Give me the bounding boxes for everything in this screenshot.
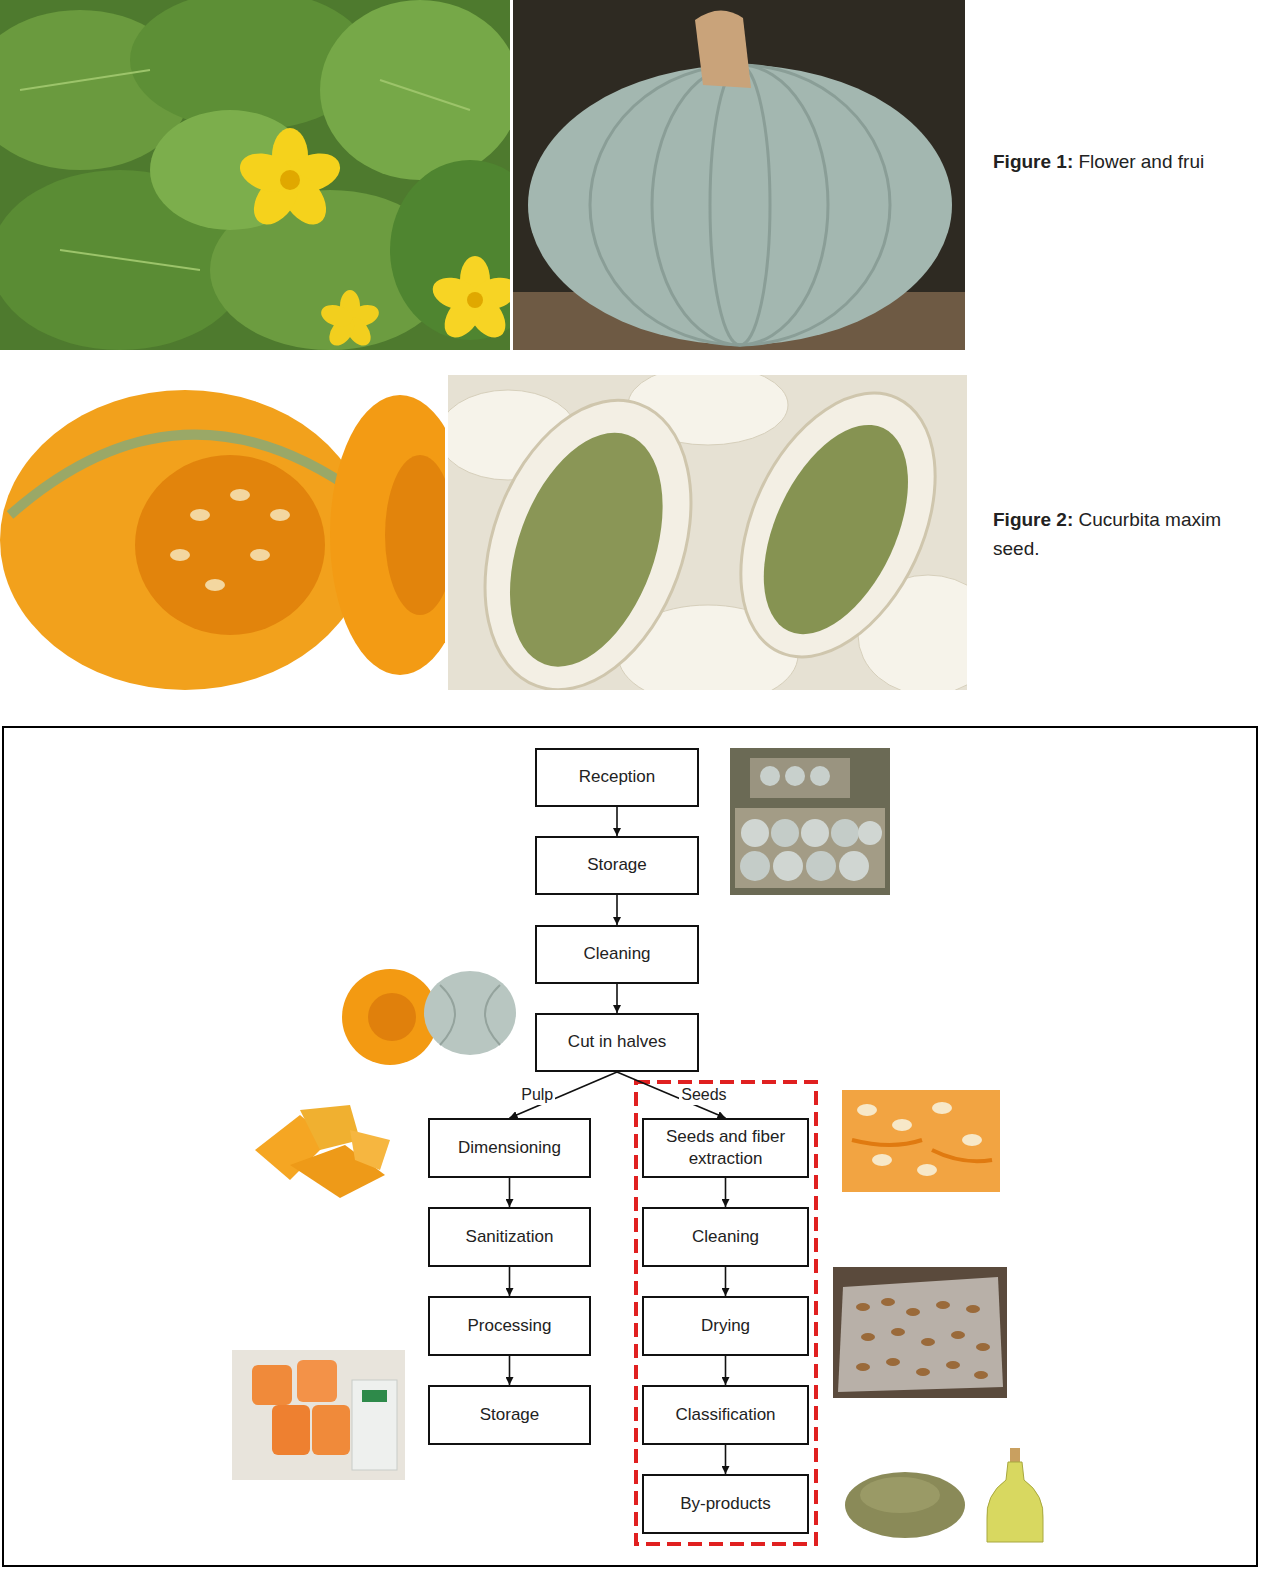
flow-arrow (725, 1445, 727, 1474)
process-box: Reception (535, 748, 699, 807)
flow-arrow (725, 1178, 727, 1207)
box-label: Seeds and fiber extraction (650, 1126, 801, 1170)
flow-arrow (510, 1072, 618, 1118)
highlight-region (636, 1082, 816, 1544)
flow-arrow (725, 1356, 727, 1385)
box-label: Cut in halves (568, 1031, 666, 1053)
process-box: Storage (428, 1385, 591, 1445)
box-label: Reception (579, 766, 656, 788)
flower-photo (0, 0, 550, 350)
process-box: Seeds and fiber extraction (642, 1118, 809, 1178)
cut-pumpkin-photo (0, 375, 470, 690)
box-label: Cleaning (692, 1226, 759, 1248)
process-box: Dimensioning (428, 1118, 591, 1178)
box-label: Storage (587, 854, 647, 876)
box-label: Dimensioning (458, 1137, 561, 1159)
flow-arrow (616, 895, 618, 925)
process-box: Storage (535, 836, 699, 895)
box-label: Storage (480, 1404, 540, 1426)
box-label: Sanitization (466, 1226, 554, 1248)
figure-caption: Figure 2: Cucurbita maxim seed. (993, 506, 1255, 563)
figure-caption: Figure 1: Flower and frui (993, 148, 1262, 177)
pulp-photo (255, 1105, 390, 1198)
process-box: Processing (428, 1296, 591, 1356)
box-label: Drying (701, 1315, 750, 1337)
process-box: Cleaning (535, 925, 699, 984)
caption-text: Flower and frui (1079, 151, 1205, 172)
box-label: Classification (675, 1404, 775, 1426)
flow-arrow (725, 1267, 727, 1296)
oil-bottle-photo (987, 1448, 1043, 1542)
figure-frame (3, 727, 1257, 1566)
flow-arrow (616, 984, 618, 1013)
box-label: Processing (467, 1315, 551, 1337)
pumpkin-photo (513, 0, 965, 350)
edge-label: Pulp (519, 1085, 555, 1104)
crates-photo (730, 748, 890, 895)
box-label: Cleaning (583, 943, 650, 965)
process-box: Cleaning (642, 1207, 809, 1267)
flow-arrow (509, 1178, 511, 1207)
flow-arrow (616, 807, 618, 836)
seed-photo (438, 362, 998, 718)
powder-photo (845, 1472, 965, 1538)
box-label: By-products (680, 1493, 771, 1515)
process-box: Drying (642, 1296, 809, 1356)
pumpkin-halves-photo (342, 969, 516, 1065)
seeds-fiber-photo (842, 1090, 1000, 1192)
flow-arrow (509, 1356, 511, 1385)
drying-tray-photo (833, 1267, 1007, 1398)
flow-arrow (509, 1267, 511, 1296)
packaged-pulp-photo (232, 1350, 405, 1480)
process-box: Sanitization (428, 1207, 591, 1267)
edge-label: Seeds (679, 1085, 728, 1104)
process-box: Cut in halves (535, 1013, 699, 1072)
process-box: Classification (642, 1385, 809, 1445)
caption-number: Figure 1: (993, 151, 1073, 172)
process-box: By-products (642, 1474, 809, 1534)
caption-number: Figure 2: (993, 509, 1073, 530)
